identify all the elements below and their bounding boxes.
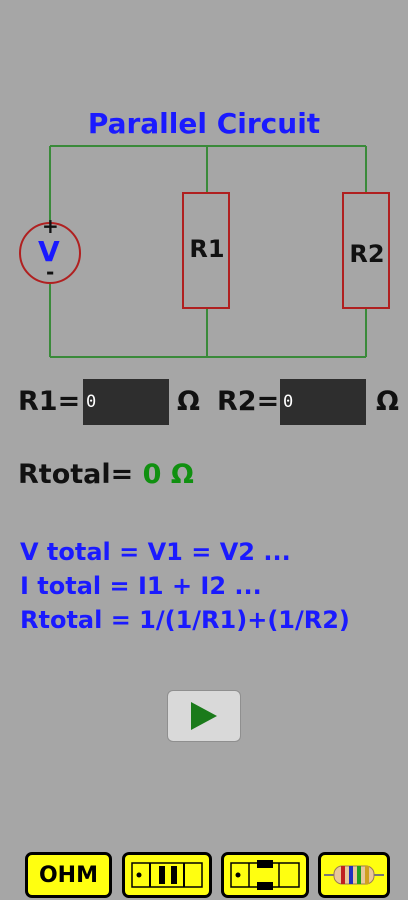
resistor-color-code-tab[interactable] xyxy=(318,852,390,898)
r2-input[interactable] xyxy=(280,379,366,425)
resistor-color-code-icon xyxy=(324,865,384,885)
formula-resistance: Rtotal = 1/(1/R1)+(1/R2) xyxy=(20,606,350,634)
calculate-play-button[interactable] xyxy=(167,690,241,742)
source-minus-sign: - xyxy=(46,260,55,284)
total-resistance-value: 0 Ω xyxy=(142,459,194,490)
voltage-source-icon xyxy=(19,222,81,284)
parallel-circuit-icon xyxy=(230,860,300,890)
resistor-r2-icon xyxy=(342,192,390,309)
r1-unit-label: Ω xyxy=(177,386,200,417)
series-circuit-tab[interactable] xyxy=(122,852,212,898)
source-plus-sign: + xyxy=(42,214,59,238)
resistor-r2-label: R2 xyxy=(349,240,385,268)
parallel-circuit-tab[interactable] xyxy=(221,852,309,898)
formula-current: I total = I1 + I2 ... xyxy=(20,572,262,600)
r1-input[interactable] xyxy=(83,379,169,425)
formula-list: V total = V1 = V2 ... I total = I1 + I2 … xyxy=(20,535,350,637)
play-icon xyxy=(191,702,217,730)
series-circuit-icon xyxy=(131,862,203,888)
ohm-tab-label: OHM xyxy=(38,862,98,888)
total-resistance-label: Rtotal= xyxy=(18,459,143,490)
total-resistance-result: Rtotal= 0 Ω xyxy=(18,455,194,495)
resistance-input-row: R1= Ω R2= Ω xyxy=(0,379,408,425)
r2-input-label: R2= xyxy=(217,386,280,417)
ohm-law-tab[interactable]: OHM xyxy=(25,852,112,898)
resistor-r1-label: R1 xyxy=(189,235,225,263)
r2-unit-label: Ω xyxy=(376,386,399,417)
resistor-r1-icon xyxy=(182,192,230,309)
source-voltage-symbol: V xyxy=(38,235,60,268)
page-title: Parallel Circuit xyxy=(87,107,321,140)
r1-input-label: R1= xyxy=(18,386,81,417)
formula-voltage: V total = V1 = V2 ... xyxy=(20,538,291,566)
parallel-circuit-diagram xyxy=(19,145,390,358)
